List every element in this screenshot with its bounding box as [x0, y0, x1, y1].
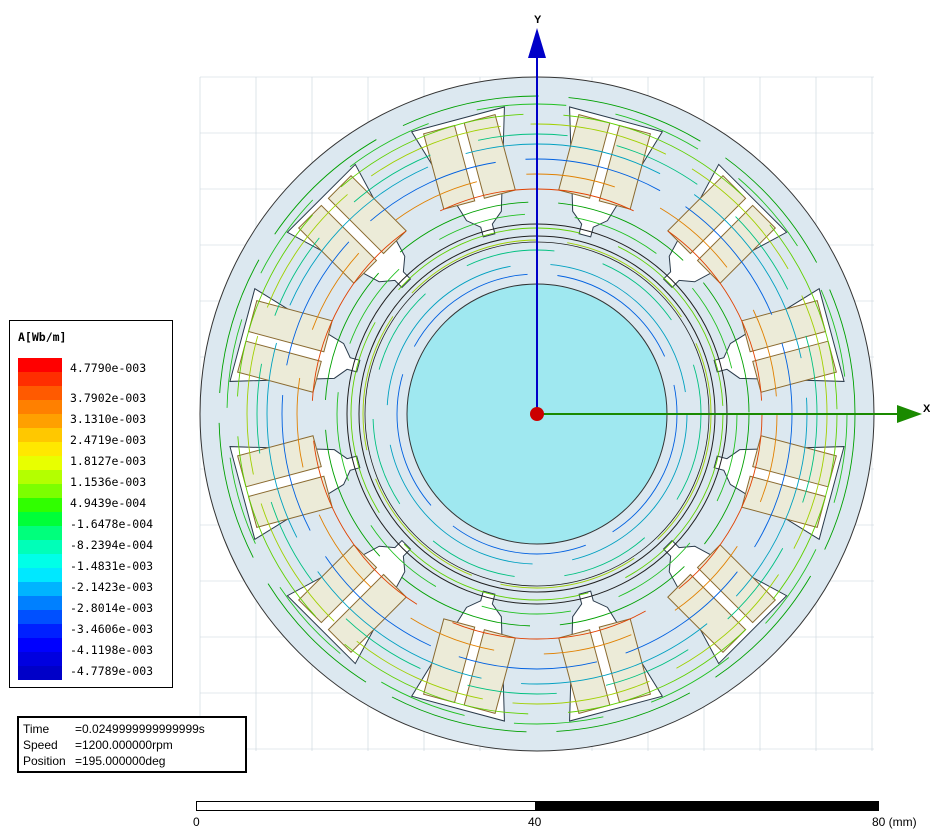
legend-label: -4.1198e-003: [70, 643, 154, 657]
legend-swatch: [18, 582, 62, 596]
coil-side: [247, 300, 333, 353]
coil-side: [327, 573, 407, 654]
stator-slot: [558, 590, 664, 722]
legend-label: -2.8014e-003: [70, 601, 154, 615]
legend-swatch: [18, 400, 62, 414]
legend-label: 4.9439e-004: [70, 496, 147, 510]
coil-side: [667, 174, 747, 255]
x-axis-arrowhead: [897, 405, 922, 423]
coil-side: [423, 124, 476, 210]
legend-label: -2.1423e-003: [70, 580, 154, 594]
legend-label: 2.4719e-003: [70, 433, 147, 447]
legend-swatch: [18, 428, 62, 442]
coil-side: [423, 618, 476, 704]
time-row: Time =0.0249999999999999s: [23, 721, 245, 737]
legend-swatch: [18, 526, 62, 540]
coil-side: [237, 435, 322, 488]
coil-side: [667, 573, 747, 654]
stator-slot: [229, 287, 361, 393]
legend-swatch: [18, 456, 62, 470]
legend-swatch: [18, 554, 62, 568]
legend-swatch: [18, 358, 62, 372]
stator-slot: [558, 106, 664, 238]
x-axis-label: X: [923, 403, 930, 415]
legend-swatch: [18, 498, 62, 512]
coil-side: [741, 475, 827, 528]
legend-swatch: [18, 638, 62, 652]
position-row: Position =195.000000deg: [23, 753, 245, 769]
legend-label: -1.6478e-004: [70, 517, 154, 531]
coil-side: [558, 629, 611, 714]
color-legend: A[Wb/m] 4.7790e-003 3.7902e-003 3.1310e-00…: [9, 320, 173, 688]
legend-swatch: [18, 652, 62, 666]
legend-swatch: [18, 470, 62, 484]
coil-side: [598, 124, 651, 210]
coil-side: [327, 174, 407, 255]
scale-tick-0: 0: [193, 815, 200, 829]
legend-swatch: [18, 666, 62, 680]
legend-label: 1.8127e-003: [70, 454, 147, 468]
stator-slot: [286, 539, 412, 665]
slot-opening: [662, 163, 788, 289]
coil-side: [558, 114, 611, 199]
stator-slot: [286, 163, 412, 289]
slot-opening: [662, 539, 788, 665]
legend-label: -1.4831e-003: [70, 559, 154, 573]
slot-opening: [286, 163, 412, 289]
legend-label: -8.2394e-004: [70, 538, 154, 552]
coil-side: [463, 114, 516, 199]
time-value: =0.0249999999999999s: [75, 722, 205, 736]
legend-label: 3.7902e-003: [70, 391, 147, 405]
simulation-info-box: Time =0.0249999999999999s Speed =1200.0000…: [17, 716, 247, 773]
legend-swatch: [18, 484, 62, 498]
coil-side: [463, 629, 516, 714]
legend-swatch: [18, 442, 62, 456]
scale-tick-80: 80 (mm): [872, 815, 917, 829]
position-label: Position: [23, 754, 66, 768]
y-axis-arrowhead: [528, 28, 546, 58]
coil-side: [297, 544, 378, 624]
coil-side: [247, 475, 333, 528]
legend-label: 3.1310e-003: [70, 412, 147, 426]
coil-side: [696, 544, 777, 624]
coil-side: [237, 340, 322, 393]
legend-color-bar: [18, 358, 62, 680]
legend-swatch: [18, 414, 62, 428]
coil-side: [752, 435, 837, 488]
stator-slot: [662, 539, 788, 665]
legend-swatch: [18, 596, 62, 610]
legend-swatch: [18, 610, 62, 624]
legend-swatch: [18, 624, 62, 638]
coil-side: [752, 340, 837, 393]
speed-value: =1200.000000rpm: [75, 738, 173, 752]
legend-swatch: [18, 540, 62, 554]
legend-swatch: [18, 386, 62, 400]
legend-swatch: [18, 512, 62, 526]
speed-label: Speed: [23, 738, 58, 752]
coil-side: [741, 300, 827, 353]
scale-bar-white-segment: [196, 801, 536, 811]
speed-row: Speed =1200.000000rpm: [23, 737, 245, 753]
origin-marker: [530, 407, 544, 421]
scale-bar: [196, 801, 879, 811]
legend-swatch: [18, 372, 62, 386]
legend-label: 1.1536e-003: [70, 475, 147, 489]
legend-label: -4.7789e-003: [70, 664, 154, 678]
legend-label: -3.4606e-003: [70, 622, 154, 636]
legend-title: A[Wb/m]: [18, 330, 67, 344]
coil-side: [696, 204, 777, 284]
scale-tick-40: 40: [528, 815, 542, 829]
y-axis-label: Y: [534, 14, 542, 26]
coil-side: [598, 618, 651, 704]
coil-side: [297, 204, 378, 284]
time-label: Time: [23, 722, 50, 736]
legend-swatch: [18, 568, 62, 582]
scale-bar-black-segment: [536, 801, 879, 811]
slot-opening: [286, 539, 412, 665]
position-value: =195.000000deg: [75, 754, 166, 768]
legend-label: 4.7790e-003: [70, 361, 147, 375]
stator-slot: [662, 163, 788, 289]
